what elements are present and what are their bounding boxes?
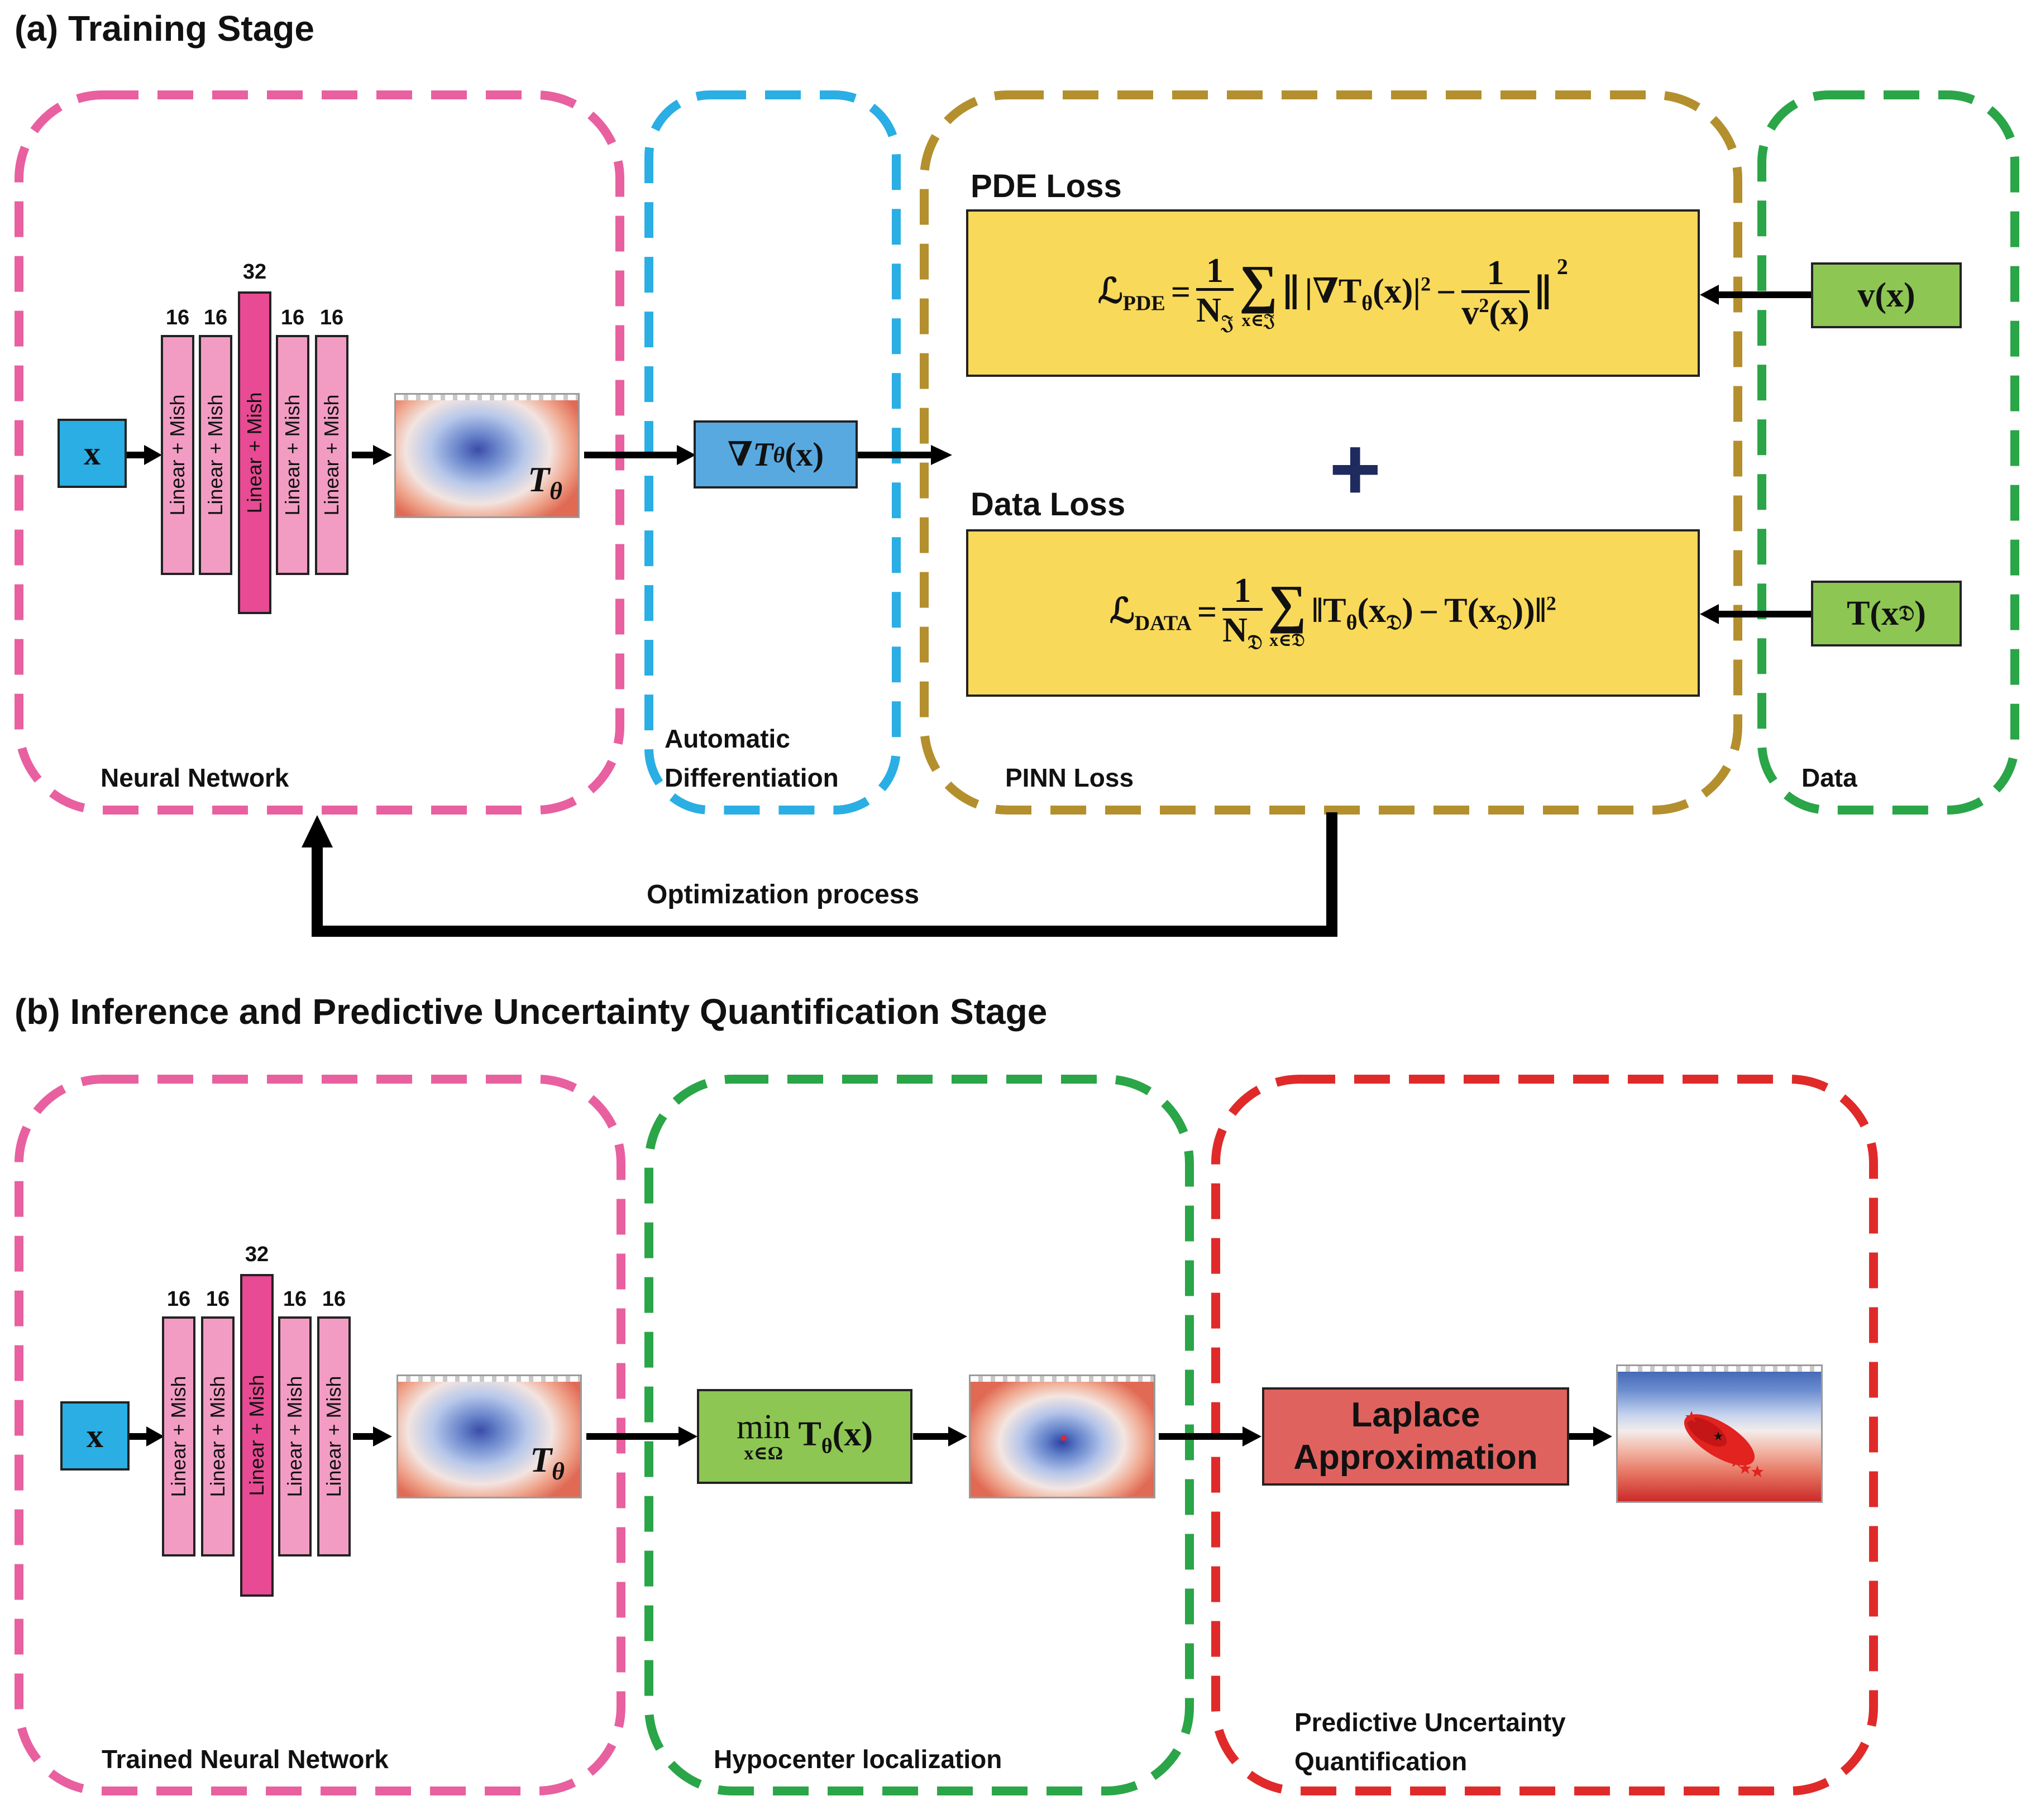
pde-loss-formula: ℒPDE = 1 N𝔍 ∑ x∈𝔍 ‖ |∇Tθ(x)|2 − 1 v2(x) … bbox=[1098, 252, 1568, 334]
layer-size-3: 32 bbox=[242, 260, 267, 284]
data-loss-formula: ℒDATA = 1 N𝔇 ∑ x∈𝔇 ‖Tθ(x𝔇) − T(x𝔇))‖2 bbox=[1110, 572, 1556, 654]
section-a-title: (a) Training Stage bbox=[15, 8, 314, 49]
layer2-size-2: 16 bbox=[206, 1287, 230, 1311]
layer-size-4: 16 bbox=[280, 306, 305, 329]
laplace-line2: Approximation bbox=[1293, 1438, 1538, 1477]
panel-label-data: Data bbox=[1801, 763, 1857, 792]
layer2-4: Linear + Mish bbox=[278, 1316, 312, 1556]
layer-1: Linear + Mish bbox=[161, 335, 194, 575]
optimization-loop-arrowhead bbox=[302, 815, 333, 847]
layer-size-1: 16 bbox=[165, 306, 190, 329]
arrowhead-t-to-data bbox=[1700, 604, 1719, 624]
layer2-size-5: 16 bbox=[322, 1287, 346, 1311]
arrowhead-grad-to-loss bbox=[931, 445, 952, 465]
layer2-size-4: 16 bbox=[283, 1287, 307, 1311]
data-loss-box: ℒDATA = 1 N𝔇 ∑ x∈𝔇 ‖Tθ(x𝔇) − T(x𝔇))‖2 bbox=[966, 529, 1700, 697]
field2-label: Tθ bbox=[530, 1440, 565, 1485]
layer-3: Linear + Mish bbox=[238, 291, 271, 614]
arrowhead-v-to-pde bbox=[1700, 285, 1719, 305]
input-x2-box: x bbox=[60, 1401, 130, 1471]
input-x2-label: x bbox=[87, 1417, 103, 1454]
layer-size-2: 16 bbox=[203, 306, 228, 329]
frame-pinn-loss bbox=[920, 90, 1742, 815]
arrowhead-field-to-grad bbox=[677, 445, 696, 465]
frame-data bbox=[1757, 90, 2019, 815]
arrowhead-x2-to-net bbox=[146, 1426, 164, 1447]
min-formula: min x∈Ω Tθ(x) bbox=[737, 1408, 873, 1464]
travel-time-field: Tθ bbox=[394, 393, 580, 518]
pde-loss-heading: PDE Loss bbox=[971, 168, 1122, 204]
pde-loss-box: ℒPDE = 1 N𝔍 ∑ x∈𝔍 ‖ |∇Tθ(x)|2 − 1 v2(x) … bbox=[966, 209, 1700, 377]
posterior-samples bbox=[1684, 1411, 1764, 1477]
velocity-box: v(x) bbox=[1811, 262, 1962, 328]
layer2-size-3: 32 bbox=[245, 1243, 269, 1266]
layer-4: Linear + Mish bbox=[276, 335, 309, 575]
layer2-size-1: 16 bbox=[166, 1287, 191, 1311]
data-loss-heading: Data Loss bbox=[971, 486, 1126, 523]
layer-5: Linear + Mish bbox=[315, 335, 348, 575]
arrowhead-min-to-field3 bbox=[948, 1426, 967, 1447]
travel-time-field-2: Tθ bbox=[396, 1374, 582, 1498]
panel-label-uq-2: Quantification bbox=[1294, 1747, 1468, 1776]
layer2-2: Linear + Mish bbox=[201, 1316, 235, 1556]
input-x-box: x bbox=[58, 419, 127, 488]
arrowhead-field3-to-laplace bbox=[1243, 1426, 1261, 1447]
section-b-title: (b) Inference and Predictive Uncertainty… bbox=[15, 992, 1048, 1032]
plus-sign: + bbox=[1329, 419, 1382, 519]
panel-label-uq-1: Predictive Uncertainty bbox=[1294, 1708, 1566, 1737]
panel-label-trained-network: Trained Neural Network bbox=[102, 1745, 389, 1774]
panel-label-pinn-loss: PINN Loss bbox=[1005, 763, 1134, 792]
layer2-1: Linear + Mish bbox=[162, 1316, 195, 1556]
min-box: min x∈Ω Tθ(x) bbox=[697, 1389, 912, 1484]
arrowhead-x-to-net bbox=[144, 445, 162, 465]
hypocenter-marker bbox=[1061, 1435, 1067, 1441]
optimization-loop-line bbox=[312, 812, 1337, 937]
arrowhead-laplace-to-uq bbox=[1593, 1426, 1612, 1447]
panel-label-neural-network: Neural Network bbox=[101, 763, 289, 792]
laplace-box: Laplace Approximation bbox=[1262, 1387, 1569, 1486]
input-x-label: x bbox=[84, 434, 101, 472]
field-label: Tθ bbox=[528, 459, 562, 505]
arrowhead-field2-to-min bbox=[678, 1426, 697, 1447]
layer2-3: Linear + Mish bbox=[240, 1274, 274, 1597]
panel-label-hypocenter: Hypocenter localization bbox=[714, 1745, 1002, 1774]
uncertainty-map bbox=[1616, 1364, 1823, 1503]
arrowhead-net2-to-field bbox=[373, 1426, 392, 1447]
optimization-label: Optimization process bbox=[647, 880, 920, 909]
panel-label-autodiff-1: Automatic bbox=[665, 724, 790, 753]
laplace-line1: Laplace bbox=[1351, 1396, 1480, 1435]
layer-2: Linear + Mish bbox=[199, 335, 232, 575]
arrowhead-net-to-field bbox=[373, 445, 392, 465]
panel-label-autodiff-2: Differentiation bbox=[665, 763, 839, 792]
layer2-5: Linear + Mish bbox=[317, 1316, 351, 1556]
layer-size-5: 16 bbox=[319, 306, 344, 329]
localized-field bbox=[969, 1374, 1155, 1498]
